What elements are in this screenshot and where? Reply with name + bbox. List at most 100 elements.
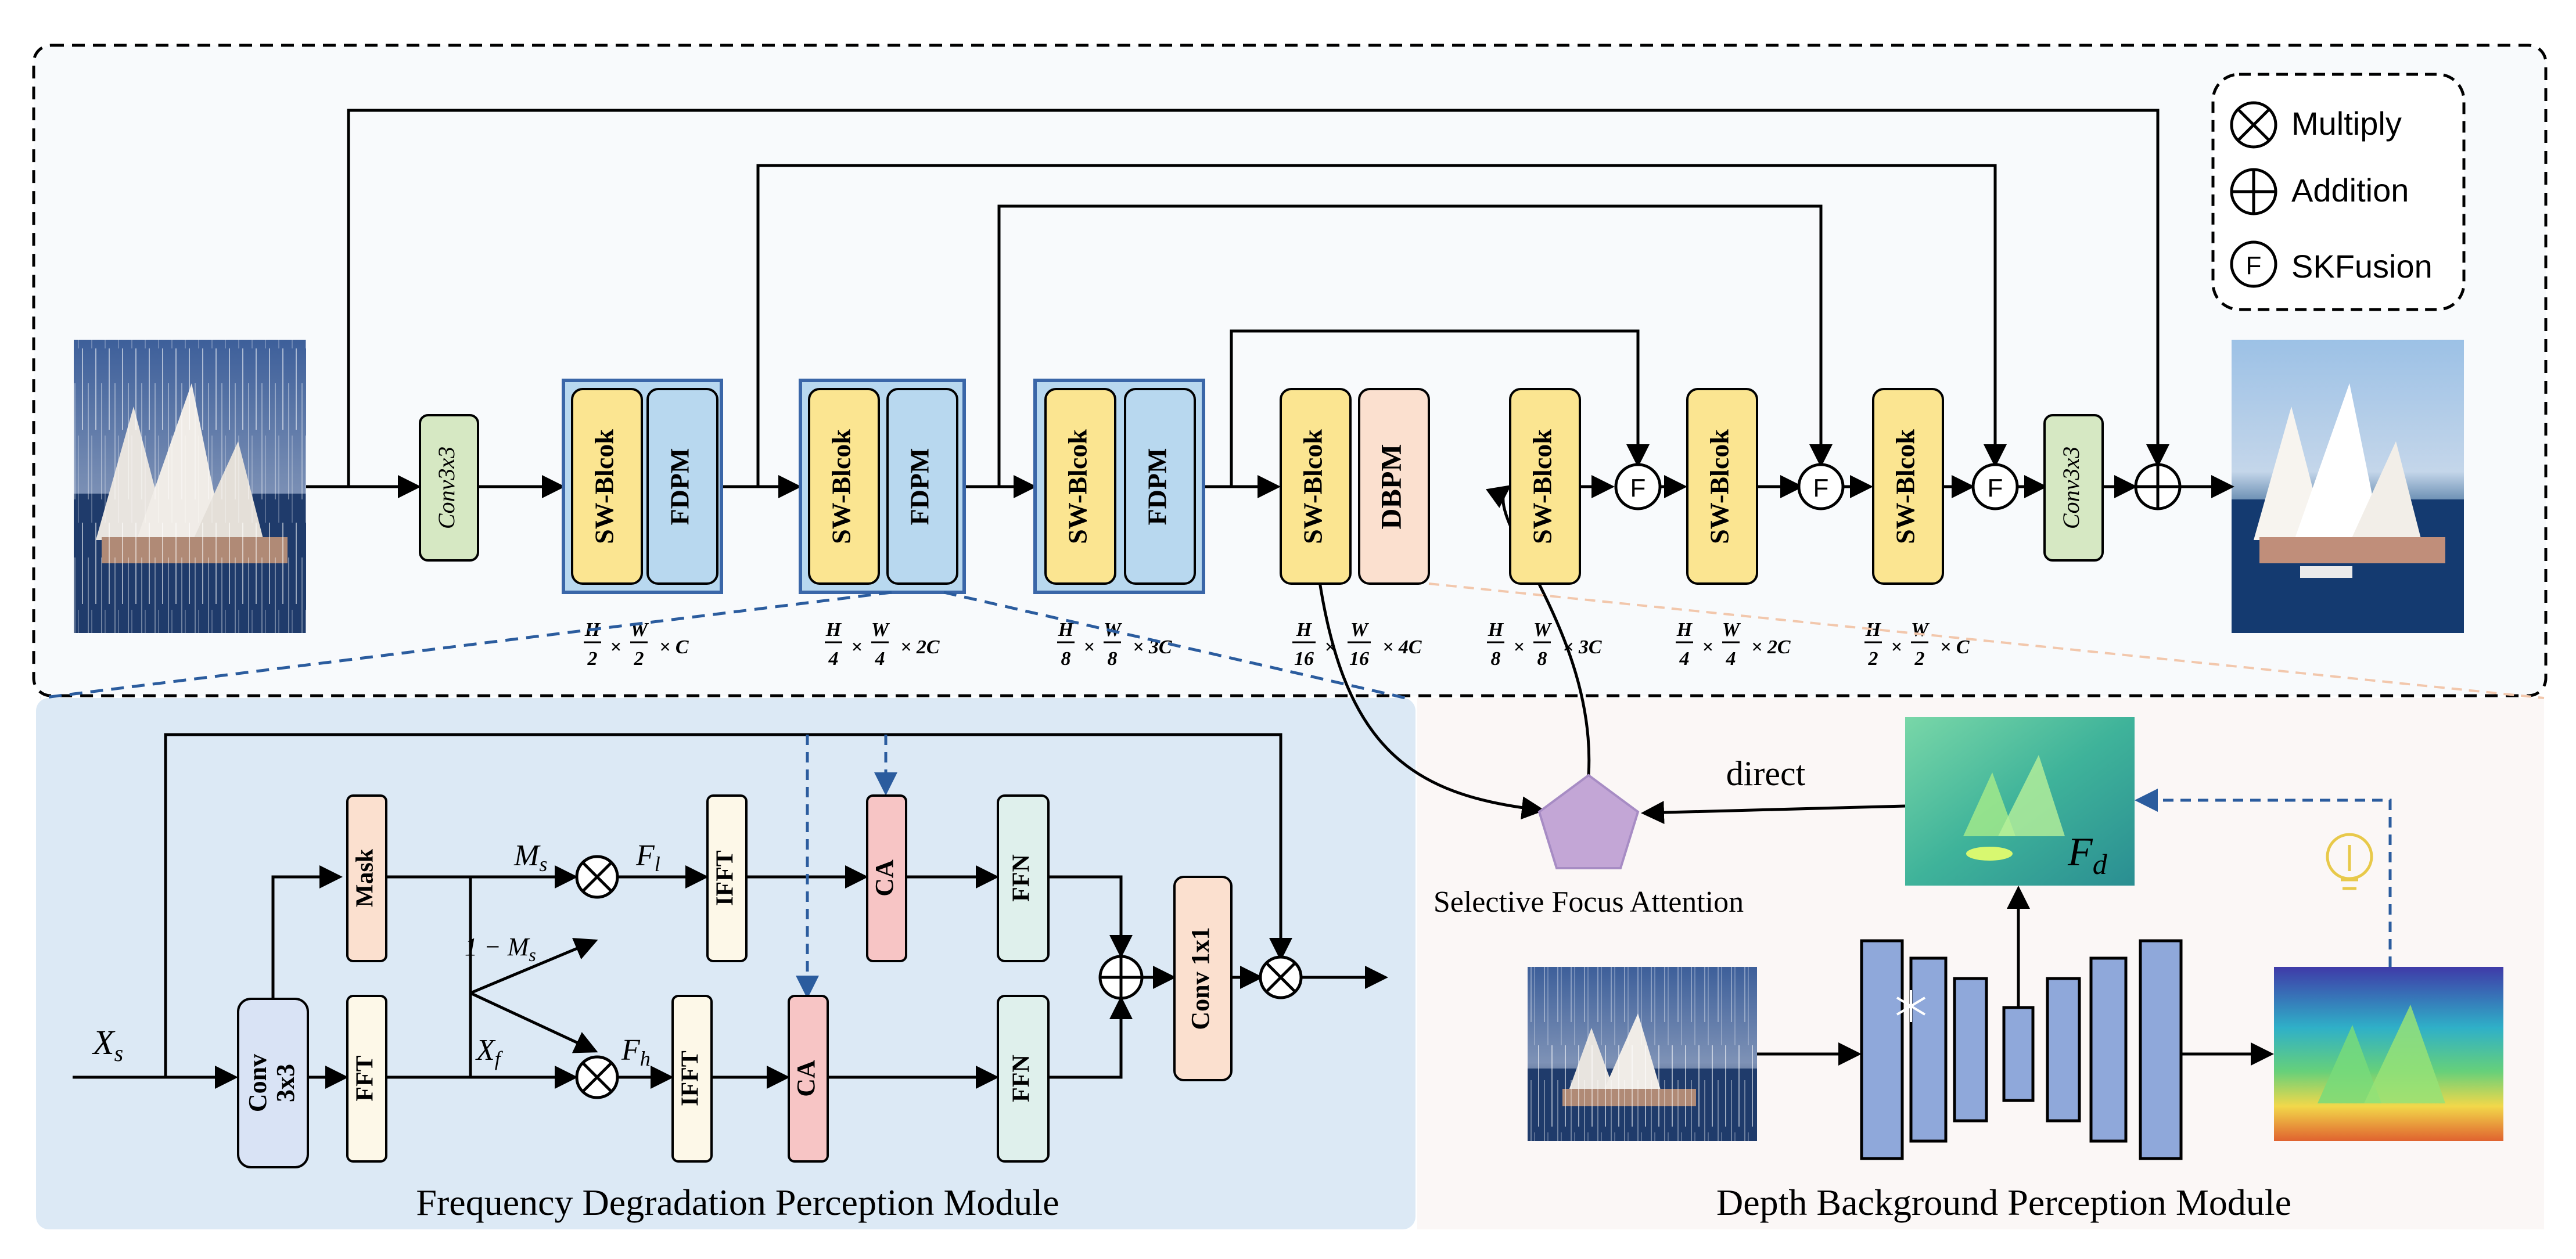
dim-labels: H2 × W2 × C H4 × W4 × 2C H8 × W8 × 3C H1…: [584, 619, 1970, 670]
multiply-node-high: [575, 1055, 619, 1099]
conv1x1-block: [1173, 876, 1233, 1081]
depth-encoder-decoder: [1860, 939, 2183, 1160]
dbpm-module-title: Depth Background Perception Module: [1716, 1182, 2291, 1223]
selective-focus-attention-icon: [1537, 774, 1640, 869]
fdpm-conv-label-1: Conv: [243, 1054, 272, 1112]
encoder-stage-2: [799, 379, 966, 594]
dim-label-4: H16 × W16 × 4C: [1292, 619, 1422, 670]
decoder-sw-block-2: [1686, 388, 1758, 585]
dim-label-6: H4 × W4 × 2C: [1676, 619, 1791, 670]
dbpm-label: DBPM: [1374, 444, 1407, 529]
fft-label: FFT: [352, 1055, 379, 1101]
frozen-snowflake-icon: [1896, 990, 1926, 1022]
fdpm-add-node: [1098, 955, 1144, 1000]
fdpm-output-multiply: [1259, 955, 1303, 999]
fdpm-conv3x3: [237, 998, 309, 1168]
zoom-line-left: [40, 591, 892, 700]
residual-add-node: [2134, 463, 2182, 510]
sfa-label: Selective Focus Attention: [1433, 886, 1744, 919]
fft-block: [346, 995, 387, 1163]
svg-text:2: 2: [1914, 648, 1925, 670]
svg-text:F: F: [2246, 251, 2262, 280]
fd-label: Fd: [2067, 830, 2108, 880]
svg-text:H: H: [1865, 619, 1882, 641]
sw-block-label: SW-Blcok: [827, 429, 856, 544]
svg-text:16: 16: [1349, 648, 1369, 670]
depth-map-image: [2274, 967, 2503, 1141]
bottleneck-sw-block: [1280, 388, 1352, 585]
svg-text:H: H: [1676, 619, 1693, 641]
legend-skfusion: SKFusion: [2291, 248, 2433, 285]
mask-block: [346, 794, 387, 962]
ca-block-low: [866, 794, 907, 962]
skfusion-node-2: F: [1797, 463, 1845, 510]
svg-text:4: 4: [1726, 648, 1736, 670]
svg-text:2: 2: [587, 648, 598, 670]
ffn-block-low: [997, 794, 1050, 962]
ffn-block-high: [997, 995, 1050, 1163]
ifft-block-high: [671, 995, 713, 1163]
svg-text:4: 4: [828, 648, 839, 670]
svg-text:8: 8: [1491, 648, 1501, 670]
svg-text:H: H: [825, 619, 842, 641]
ifft-block-low: [706, 794, 748, 962]
ifft-label: IFFT: [677, 1051, 704, 1106]
fdpm-conv-label-2: 3x3: [271, 1064, 300, 1102]
multiply-icon: [2230, 101, 2277, 149]
svg-text:× C: × C: [1940, 636, 1970, 658]
conv-out-label: Conv3x3: [2058, 447, 2084, 529]
svg-text:× 4C: × 4C: [1382, 636, 1422, 658]
fh-label: Fh: [621, 1034, 651, 1070]
skfusion-node-1: F: [1614, 463, 1662, 510]
svg-text:8: 8: [1108, 648, 1118, 670]
sw-block-label: SW-Blcok: [1063, 429, 1093, 544]
lightbulb-icon: [2326, 833, 2373, 890]
dim-label-7: H2 × W2 × C: [1864, 619, 1970, 670]
svg-text:W: W: [871, 619, 890, 641]
ca-label: CA: [792, 1060, 820, 1097]
sw-block-label: SW-Blcok: [590, 429, 619, 544]
ms-label: Ms: [513, 839, 547, 876]
ffn-label: FFN: [1008, 1055, 1035, 1102]
conv-out-block: [2043, 414, 2104, 562]
svg-text:2: 2: [634, 648, 644, 670]
conv-in-block: [419, 414, 479, 562]
decoder-sw-block-3: [1872, 388, 1944, 585]
input-xs-label: Xs: [92, 1023, 123, 1066]
svg-text:16: 16: [1294, 648, 1314, 670]
dbpm-input-image: [1528, 967, 1757, 1141]
svg-text:H: H: [1488, 619, 1504, 641]
svg-text:×: ×: [1083, 636, 1094, 658]
fdpm-label: FDPM: [665, 448, 695, 526]
sw-block-label: SW-Blcok: [1705, 429, 1734, 544]
main-network-panel: [32, 44, 2548, 697]
svg-text:4: 4: [875, 648, 885, 670]
output-clean-image: [2232, 340, 2464, 633]
svg-text:× 2C: × 2C: [900, 636, 940, 658]
fdpm-label: FDPM: [905, 448, 935, 526]
svg-text:×: ×: [1702, 636, 1713, 658]
svg-text:2: 2: [1868, 648, 1878, 670]
svg-text:×: ×: [1324, 636, 1335, 658]
depth-feature-map: [1905, 717, 2135, 886]
svg-text:4: 4: [1679, 648, 1690, 670]
svg-text:8: 8: [1537, 648, 1547, 670]
svg-text:W: W: [1350, 619, 1370, 641]
svg-text:×: ×: [1891, 636, 1902, 658]
svg-text:W: W: [1533, 619, 1553, 641]
depth-guidance-dash: [2135, 789, 2392, 967]
ca-label: CA: [870, 859, 899, 897]
svg-text:W: W: [1722, 619, 1741, 641]
one-minus-ms-label: 1 − Ms: [465, 933, 536, 965]
legend-multiply: Multiply: [2291, 105, 2402, 142]
svg-text:F: F: [1813, 474, 1829, 502]
dbpm-block: [1358, 388, 1430, 585]
dim-label-5: H8 × W8 × 3C: [1487, 619, 1602, 670]
zoom-line-right: [943, 591, 1406, 700]
svg-text:×: ×: [851, 636, 862, 658]
dim-label-2: H 4 × W 4 × 2C: [825, 619, 940, 670]
ffn-label: FFN: [1008, 854, 1035, 902]
sw-block-label: SW-Blcok: [1528, 429, 1557, 544]
fdpm-label: FDPM: [1143, 448, 1172, 526]
